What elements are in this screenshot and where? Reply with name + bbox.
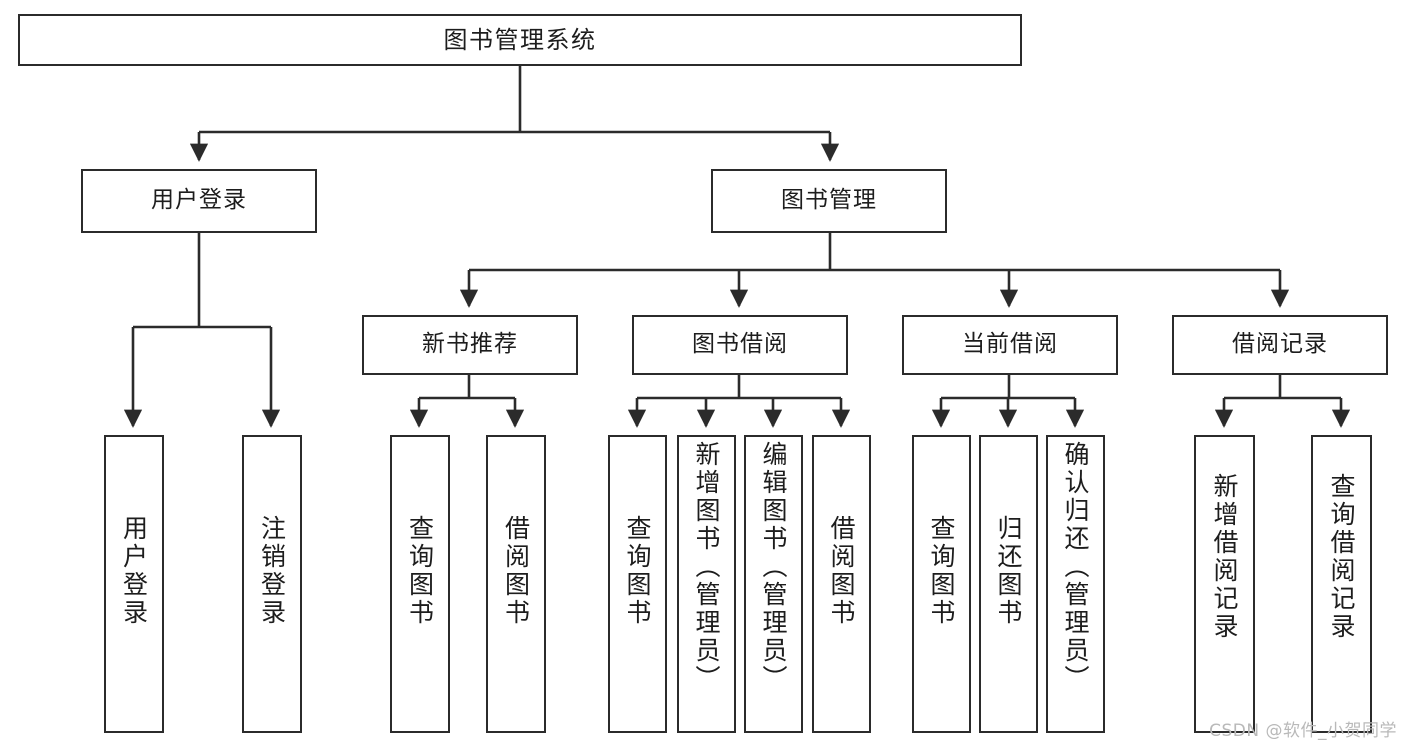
node-book-manage-label: 图书管理 [781,187,877,214]
node-borrow-record-label: 借阅记录 [1232,331,1328,358]
node-borrow-record[interactable]: 借阅记录 [1172,315,1388,375]
csdn-watermark: CSDN @软件_小贺同学 [1209,721,1397,741]
node-leaf-query-book-3-label: 查询图书 [927,515,956,627]
node-user-login-label: 用户登录 [151,187,247,214]
node-leaf-edit-book[interactable]: 编辑图书（管理员） [744,435,803,733]
node-leaf-user-login[interactable]: 用户登录 [104,435,164,733]
node-leaf-query-book-1-label: 查询图书 [405,515,435,627]
node-leaf-return-book[interactable]: 归还图书 [979,435,1038,733]
node-leaf-borrow-book-1[interactable]: 借阅图书 [486,435,546,733]
node-leaf-return-book-label: 归还图书 [994,515,1023,627]
node-current-borrow-label: 当前借阅 [962,331,1058,358]
node-leaf-query-book-3[interactable]: 查询图书 [912,435,971,733]
node-leaf-logout[interactable]: 注销登录 [242,435,302,733]
node-leaf-borrow-book-2-label: 借阅图书 [827,515,856,627]
node-leaf-borrow-book-1-label: 借阅图书 [501,515,531,627]
node-leaf-confirm-return-label: 确认归还（管理员） [1061,441,1090,693]
node-leaf-edit-book-label: 编辑图书（管理员） [759,441,788,693]
node-leaf-logout-label: 注销登录 [257,515,287,627]
node-leaf-query-book-2-label: 查询图书 [623,515,652,627]
node-leaf-query-book-1[interactable]: 查询图书 [390,435,450,733]
node-root-label: 图书管理系统 [443,25,597,54]
node-leaf-query-book-2[interactable]: 查询图书 [608,435,667,733]
node-leaf-add-record[interactable]: 新增借阅记录 [1194,435,1255,733]
node-leaf-user-login-label: 用户登录 [119,515,149,627]
node-new-book-recommendation-label: 新书推荐 [422,331,518,358]
node-new-book-recommendation[interactable]: 新书推荐 [362,315,578,375]
node-current-borrow[interactable]: 当前借阅 [902,315,1118,375]
node-book-borrow[interactable]: 图书借阅 [632,315,848,375]
node-user-login[interactable]: 用户登录 [81,169,317,233]
node-book-borrow-label: 图书借阅 [692,331,788,358]
node-book-manage[interactable]: 图书管理 [711,169,947,233]
node-root-system[interactable]: 图书管理系统 [18,14,1022,66]
node-leaf-borrow-book-2[interactable]: 借阅图书 [812,435,871,733]
node-leaf-confirm-return[interactable]: 确认归还（管理员） [1046,435,1105,733]
node-leaf-add-book-label: 新增图书（管理员） [692,441,721,693]
node-leaf-add-record-label: 新增借阅记录 [1210,473,1239,641]
node-leaf-add-book[interactable]: 新增图书（管理员） [677,435,736,733]
node-leaf-query-record-label: 查询借阅记录 [1327,473,1356,641]
node-leaf-query-record[interactable]: 查询借阅记录 [1311,435,1372,733]
